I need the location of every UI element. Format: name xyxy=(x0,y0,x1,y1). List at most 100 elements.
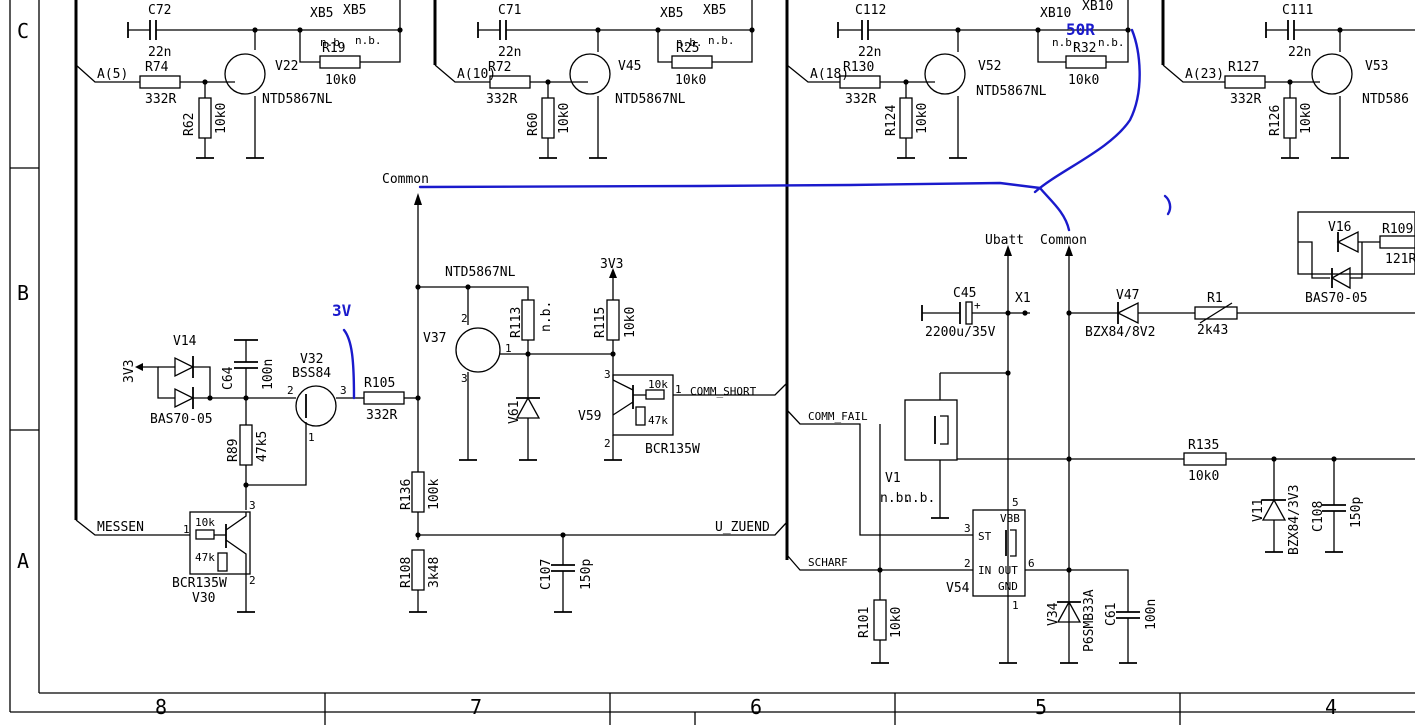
net-u-zuend: U_ZUEND xyxy=(715,520,770,535)
gate-net-a10: A(10) xyxy=(457,67,496,82)
v54-pin-st: ST xyxy=(978,530,992,543)
r115-label: R115 xyxy=(593,307,608,338)
c111-value: 22n xyxy=(1288,45,1311,60)
r1-value: 2k43 xyxy=(1197,323,1228,338)
ubatt-rail xyxy=(999,245,1078,664)
xb10-label-a: XB10 xyxy=(1040,6,1071,21)
r115-resistor xyxy=(606,268,620,380)
v54-num-6: 6 xyxy=(1028,557,1035,570)
r109-label: R109 xyxy=(1382,222,1413,237)
v54-label: V54 xyxy=(946,581,970,596)
bas70-v14 xyxy=(135,356,296,409)
c61-value: 100n xyxy=(1144,599,1159,630)
ubatt-label: Ubatt xyxy=(985,233,1024,248)
bas70-v16 xyxy=(1297,211,1415,290)
v37-part: NTD5867NL xyxy=(445,265,516,280)
r135-label: R135 xyxy=(1188,438,1219,453)
r124-label: R124 xyxy=(884,105,899,136)
comm-fail-net xyxy=(786,409,973,536)
r135-value: 10k0 xyxy=(1188,469,1219,484)
r72-value: 332R xyxy=(486,92,517,107)
gate-cell-2 xyxy=(434,0,755,159)
v47-zener xyxy=(1069,301,1415,325)
v45-label: V45 xyxy=(618,59,641,74)
r105-resistor xyxy=(356,391,418,405)
row-zone-a: A xyxy=(17,549,29,573)
c108-value: 150p xyxy=(1349,497,1364,528)
v54-num-1: 1 xyxy=(1012,599,1019,612)
r109-value: 121R xyxy=(1385,252,1415,267)
v16-label: V16 xyxy=(1328,220,1351,235)
x1-label: X1 xyxy=(1015,291,1031,306)
v61-label: V61 xyxy=(507,401,522,424)
v30-bias-47k: 47k xyxy=(195,551,215,564)
v53-label: V53 xyxy=(1365,59,1388,74)
r136-resistor xyxy=(409,471,427,613)
c45-plus: + xyxy=(974,299,981,312)
bas70-right-part: BAS70-05 xyxy=(1305,291,1368,306)
ink-50r-label: 50R xyxy=(1066,20,1095,39)
v1-label: V1 xyxy=(885,471,901,486)
v53-part: NTD586 xyxy=(1362,92,1409,107)
v59-label: V59 xyxy=(578,409,601,424)
v47-part: BZX84/8V2 xyxy=(1085,325,1155,340)
r32-value: 10k0 xyxy=(1068,73,1099,88)
common-label-right: Common xyxy=(1040,233,1087,248)
xb5-nb-a: n.b. xyxy=(320,36,347,49)
net-messen: MESSEN xyxy=(97,520,144,535)
net-3v3-left: 3V3 xyxy=(122,360,137,383)
common-label-left: Common xyxy=(382,172,429,187)
r25-value: 10k0 xyxy=(675,73,706,88)
net-scharf: SCHARF xyxy=(808,556,848,569)
v52-label: V52 xyxy=(978,59,1001,74)
u-zuend-net xyxy=(418,521,788,613)
r72-label: R72 xyxy=(488,60,511,75)
scharf-net xyxy=(786,424,973,664)
xb5-label-d: XB5 xyxy=(703,3,726,18)
v14-label: V14 xyxy=(173,334,197,349)
r19-value: 10k0 xyxy=(325,73,356,88)
gate-net-a18: A(18) xyxy=(810,67,849,82)
v34-label: V34 xyxy=(1046,602,1061,626)
r136-value: 100k xyxy=(427,479,442,510)
v54-pin-vbb: VBB xyxy=(1000,512,1020,525)
v59-bias-47k: 47k xyxy=(648,414,668,427)
v30-part: BCR135W xyxy=(172,576,227,591)
v54-pin-gnd: GND xyxy=(998,580,1018,593)
drawing-frame xyxy=(9,0,1415,725)
r62-value: 10k0 xyxy=(214,103,229,134)
v59-pin-1: 1 xyxy=(675,383,682,396)
v52-part: NTD5867NL xyxy=(976,84,1047,99)
gate-net-a23: A(23) xyxy=(1185,67,1224,82)
xb10-nb-b: n.b. xyxy=(1098,36,1125,49)
v37-pin-2: 2 xyxy=(461,312,468,325)
c64-cap xyxy=(234,339,258,398)
v30-pin-2: 2 xyxy=(249,574,256,587)
r1-label: R1 xyxy=(1207,291,1223,306)
ink-3v-label: 3V xyxy=(332,301,352,320)
r105-value: 332R xyxy=(366,408,397,423)
v54-num-5: 5 xyxy=(1012,496,1019,509)
v11-label: V11 xyxy=(1251,499,1266,522)
r74-label: R74 xyxy=(145,60,169,75)
c112-label: C112 xyxy=(855,3,886,18)
v32-pin-2: 2 xyxy=(287,384,294,397)
bus-lines xyxy=(74,0,1165,560)
column-zone-6: 6 xyxy=(750,695,762,719)
xb5-label-c: XB5 xyxy=(660,6,683,21)
r60-label: R60 xyxy=(526,113,541,136)
row-zone-b: B xyxy=(17,281,29,305)
v59-bias-10k: 10k xyxy=(648,378,668,391)
r135-network xyxy=(1183,452,1415,553)
v30-pin-1: 1 xyxy=(183,523,190,536)
c45-cap xyxy=(921,301,1030,325)
v22-part: NTD5867NL xyxy=(262,92,333,107)
row-zone-c: C xyxy=(17,19,29,43)
r127-value: 332R xyxy=(1230,92,1261,107)
c107-value: 150p xyxy=(579,559,594,590)
column-zone-7: 7 xyxy=(470,695,482,719)
net-comm-short: COMM_SHORT xyxy=(690,385,757,398)
xb5-label-b: XB5 xyxy=(343,3,366,18)
v37-fet xyxy=(418,284,613,461)
